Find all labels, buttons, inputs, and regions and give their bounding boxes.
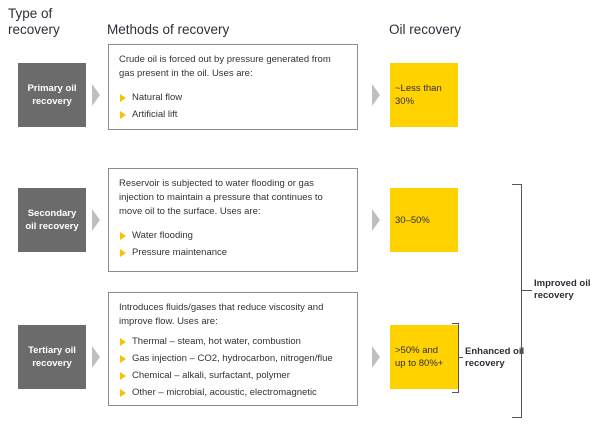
oil-value: ~Less than 30% <box>395 83 442 107</box>
type-label-tertiary: Tertiary oil recovery <box>28 345 76 369</box>
type-box-primary: Primary oil recovery <box>18 63 86 127</box>
arrow-right-icon <box>92 209 100 231</box>
improved-oil-recovery-label: Improved oil recovery <box>534 278 591 301</box>
arrow-right-icon <box>372 346 380 368</box>
improved-bracket-tick <box>522 290 532 291</box>
arrow-right-icon <box>372 209 380 231</box>
header-oil-recovery: Oil recovery <box>389 22 462 37</box>
use-item: Artificial lift <box>119 108 347 122</box>
use-item: Natural flow <box>119 91 347 105</box>
method-box-primary: Crude oil is forced out by pressure gene… <box>108 44 358 130</box>
oil-box-tertiary: >50% and up to 80%+ <box>390 325 458 389</box>
enhanced-bracket-tick <box>459 357 463 358</box>
type-box-secondary: Secondary oil recovery <box>18 188 86 252</box>
use-item: Chemical – alkali, surfactant, polymer <box>119 369 347 383</box>
oil-value: 30–50% <box>395 214 430 226</box>
use-item: Pressure maintenance <box>119 246 347 260</box>
use-item: Water flooding <box>119 229 347 243</box>
use-item: Thermal – steam, hot water, combustion <box>119 335 347 349</box>
arrow-right-icon <box>372 84 380 106</box>
use-item: Other – microbial, acoustic, electromagn… <box>119 386 347 400</box>
header-methods-of-recovery: Methods of recovery <box>107 22 230 37</box>
arrow-right-icon <box>92 84 100 106</box>
type-label-primary: Primary oil recovery <box>27 83 77 107</box>
method-box-secondary: Reservoir is subjected to water flooding… <box>108 168 358 272</box>
oil-value: >50% and up to 80%+ <box>395 345 444 369</box>
method-description: Introduces fluids/gases that reduce visc… <box>119 302 324 327</box>
type-box-tertiary: Tertiary oil recovery <box>18 325 86 389</box>
improved-bracket <box>512 184 522 418</box>
oil-box-secondary: 30–50% <box>390 188 458 252</box>
method-description: Reservoir is subjected to water flooding… <box>119 178 323 217</box>
method-box-tertiary: Introduces fluids/gases that reduce visc… <box>108 292 358 406</box>
oil-box-primary: ~Less than 30% <box>390 63 458 127</box>
use-item: Gas injection – CO2, hydrocarbon, nitrog… <box>119 352 347 366</box>
arrow-right-icon <box>92 346 100 368</box>
type-label-secondary: Secondary oil recovery <box>25 208 79 232</box>
enhanced-bracket <box>452 323 459 393</box>
enhanced-oil-recovery-label: Enhanced oil recovery <box>465 346 525 369</box>
method-description: Crude oil is forced out by pressure gene… <box>119 54 331 79</box>
header-type-of-recovery: Type of recovery <box>8 6 60 37</box>
